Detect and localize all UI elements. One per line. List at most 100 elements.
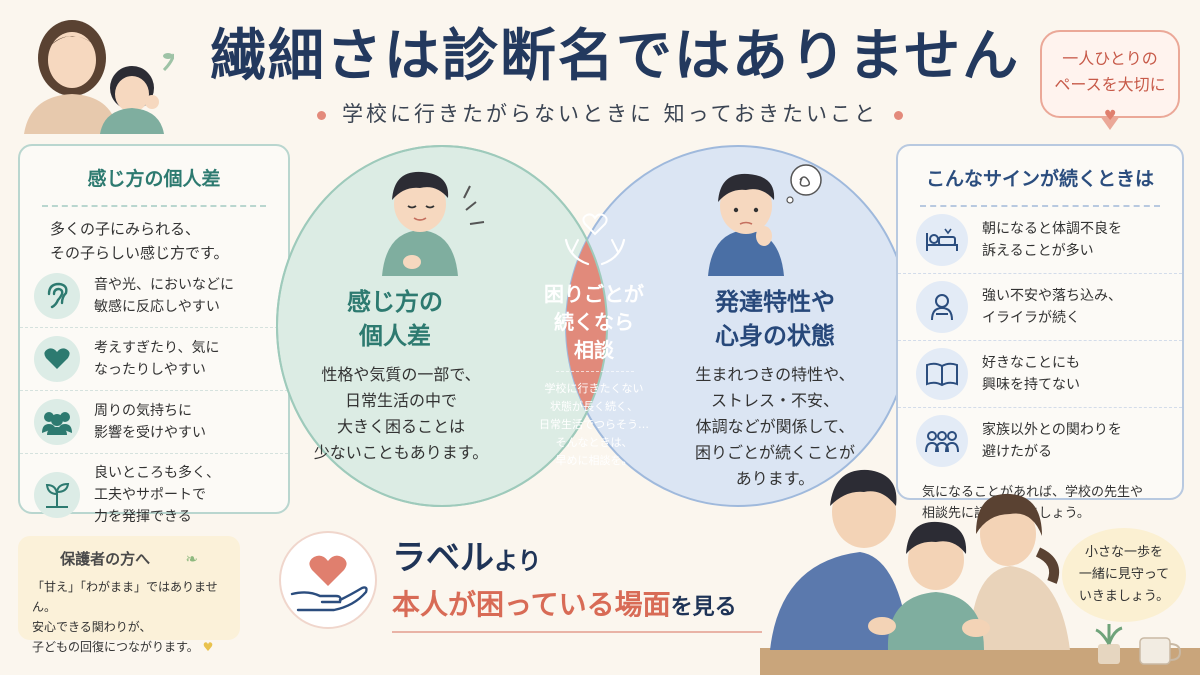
banner-main-text: 本人が困っている場面 — [392, 588, 671, 621]
family-illustration — [770, 469, 1070, 650]
text-line: 少ないこともあります。 — [313, 443, 489, 462]
item-line: 好きなことにも — [982, 355, 1080, 371]
note-line: 気になることがあれば、学校の先生や — [922, 485, 1144, 500]
worried-boy-illustration — [708, 164, 822, 276]
heart-in-hand-icon — [279, 531, 377, 629]
divider — [556, 371, 634, 372]
banner-small-text: を見る — [670, 595, 737, 620]
sprout-icon — [34, 472, 80, 518]
panel-intro: 多くの子にみられる、 その子らしい感じ方です。 — [20, 207, 288, 265]
list-item: 良いところも多く、 工夫やサポートで 力を発揮できる — [20, 453, 288, 536]
item-line: 考えすぎたり、気に — [94, 340, 220, 356]
title-line: 困りごとが — [544, 282, 644, 306]
text-line: そんなときは、 — [555, 436, 633, 449]
intro-line: その子らしい感じ方です。 — [50, 244, 229, 262]
text-line: 学校に行きたくない — [544, 382, 644, 395]
parent-title: 保護者の方へ ❧ — [32, 548, 226, 569]
parent-line: 子どもの回復につながります。 ♥ — [32, 637, 226, 657]
item-line: 興味を持てない — [982, 377, 1080, 393]
text-line: 性格や気質の一部で、 — [321, 365, 481, 384]
ear-icon — [34, 273, 80, 319]
item-line: 敏感に反応しやすい — [94, 299, 220, 315]
mother-child-illustration — [24, 20, 174, 134]
list-item: 音や光、においなどに 敏感に反応しやすい — [20, 265, 288, 327]
item-text: 好きなことにも 興味を持てない — [968, 352, 1080, 396]
divider — [42, 205, 266, 207]
group-icon — [916, 415, 968, 467]
calm-boy-illustration — [382, 171, 485, 276]
encouragement-speech-bubble: 小さな一歩を 一緒に見守って いきましょう。 — [1062, 528, 1186, 622]
item-line: 朝になると体調不良を — [982, 221, 1122, 237]
list-item: 朝になると体調不良を 訴えることが多い — [898, 207, 1182, 273]
divider — [920, 205, 1160, 207]
list-item: 好きなことにも 興味を持てない — [898, 340, 1182, 407]
sick-in-bed-icon — [916, 214, 968, 266]
heart-icon — [34, 336, 80, 382]
divider — [392, 631, 762, 633]
item-line: 強い不安や落ち込み、 — [982, 288, 1122, 304]
title-line: 相談 — [574, 338, 614, 362]
parent-note-box: 保護者の方へ ❧ 「甘え」「わがまま」ではありません。 安心できる関わりが、 子… — [18, 536, 240, 654]
bubble-line: ペースを大切に — [1054, 75, 1166, 94]
banner-small-text: より — [494, 547, 542, 575]
bubble-line: 一人ひとりの — [1062, 49, 1158, 68]
item-text: 家族以外との関わりを 避けたがる — [968, 419, 1122, 463]
people-icon — [34, 399, 80, 445]
item-text: 朝になると体調不良を 訴えることが多い — [968, 218, 1122, 262]
item-line: 影響を受けやすい — [94, 425, 206, 441]
item-text: 良いところも多く、 工夫やサポートで 力を発揮できる — [80, 462, 220, 528]
text-line: ストレス・不安、 — [710, 391, 839, 410]
item-text: 音や光、においなどに 敏感に反応しやすい — [80, 274, 234, 318]
bubble-line: 一緒に見守って — [1078, 567, 1170, 582]
list-item: 家族以外との関わりを 避けたがる — [898, 407, 1182, 474]
title-line: 続くなら — [554, 310, 634, 334]
text-line: 生まれつきの特性や、 — [695, 365, 855, 384]
page-subtitle: 学校に行きたがらないときに 知っておきたいこと — [265, 98, 955, 128]
list-item: 周りの気持ちに 影響を受けやすい — [20, 390, 288, 453]
individual-difference-panel: 感じ方の個人差 多くの子にみられる、 その子らしい感じ方です。 音や光、においな… — [18, 144, 290, 525]
text-line: 大きく困ることは — [336, 417, 465, 436]
plant-and-mug-illustration — [1095, 624, 1182, 665]
parent-line-text: 子どもの回復につながります。 — [32, 640, 199, 654]
venn-right-text: 生まれつきの特性や、 ストレス・不安、 体調などが関係して、 困りごとが続くこと… — [680, 362, 870, 492]
bubble-line: 小さな一歩を — [1084, 545, 1163, 560]
text-line: 日常生活でつらそう… — [539, 418, 649, 431]
bubble-line: いきましょう。 — [1078, 589, 1170, 604]
venn-left-text: 性格や気質の一部で、 日常生活の中で 大きく困ることは 少ないこともあります。 — [296, 362, 506, 466]
item-line: 音や光、においなどに — [94, 277, 234, 293]
parent-text: 「甘え」「わがまま」ではありません。 安心できる関わりが、 子どもの回復につなが… — [32, 577, 226, 657]
item-line: なったりしやすい — [94, 362, 206, 378]
venn-center-text: 学校に行きたくない 状態が長く続く、 日常生活でつらそう… そんなときは、 早め… — [522, 380, 666, 470]
title-line: 発達特性や — [715, 288, 835, 316]
parent-title-text: 保護者の方へ — [60, 550, 151, 568]
intro-line: 多くの子にみられる、 — [50, 220, 201, 238]
panel-title: こんなサインが続くときは — [925, 168, 1154, 190]
item-text: 考えすぎたり、気に なったりしやすい — [80, 337, 219, 381]
title-line: 感じ方の — [347, 288, 443, 316]
parent-line: 「甘え」「わがまま」ではありません。 — [32, 580, 218, 614]
text-line: あります。 — [735, 469, 815, 488]
venn-diagram — [276, 145, 911, 507]
item-line: 良いところも多く、 — [94, 465, 220, 481]
item-line: 周りの気持ちに — [94, 403, 192, 419]
item-line: 家族以外との関わりを — [982, 422, 1122, 438]
item-line: 力を発揮できる — [94, 509, 192, 525]
parent-line: 安心できる関わりが、 — [32, 620, 152, 634]
item-text: 周りの気持ちに 影響を受けやすい — [80, 400, 206, 444]
title-line: 個人差 — [359, 322, 431, 350]
bullet-dot-icon — [317, 110, 326, 120]
list-item: 強い不安や落ち込み、 イライラが続く — [898, 273, 1182, 340]
venn-left-title: 感じ方の 個人差 — [325, 285, 465, 353]
warning-signs-panel: こんなサインが続くときは 朝になると体調不良を 訴えることが多い 強い不安や落ち… — [896, 144, 1184, 521]
heart-icon: ♥ — [1104, 108, 1117, 124]
item-line: 訴えることが多い — [982, 243, 1094, 259]
item-line: 避けたがる — [982, 444, 1052, 460]
text-line: 早めに相談を。 — [555, 454, 633, 467]
text-line: 困りごとが続くことが — [694, 443, 855, 462]
banner-line-1: ラベルより — [392, 530, 542, 579]
title-line: 心身の状態 — [715, 322, 835, 350]
sad-child-icon — [916, 281, 968, 333]
heart-icon: ♥ — [202, 640, 214, 654]
table-surface — [760, 648, 1200, 675]
text-line: 日常生活の中で — [344, 391, 457, 410]
